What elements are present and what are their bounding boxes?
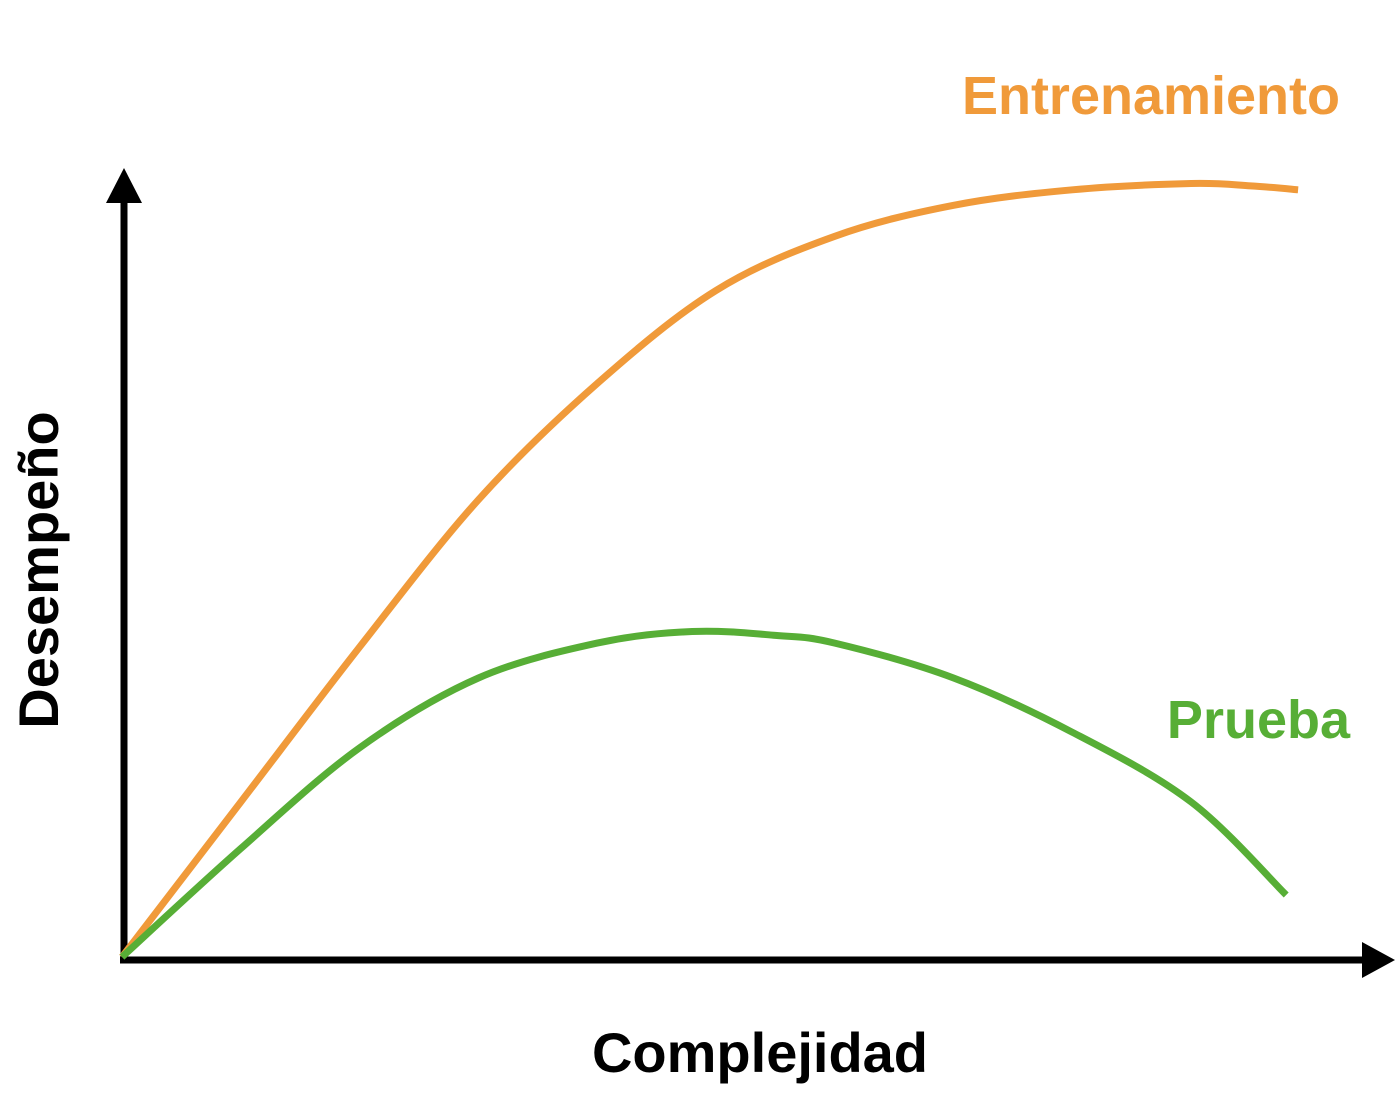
series-layer — [119, 179, 1299, 960]
y-axis-arrow — [106, 168, 142, 203]
x-axis-label: Complejidad — [592, 1021, 928, 1084]
axes — [106, 168, 1395, 978]
series-label-prueba: Prueba — [1167, 690, 1351, 750]
series-line-prueba — [119, 627, 1289, 960]
x-axis-arrow — [1362, 942, 1395, 978]
series-label-entrenamiento: Entrenamiento — [962, 66, 1340, 126]
y-axis-label: Desempeño — [7, 411, 70, 728]
series-line-entrenamiento — [119, 179, 1299, 960]
